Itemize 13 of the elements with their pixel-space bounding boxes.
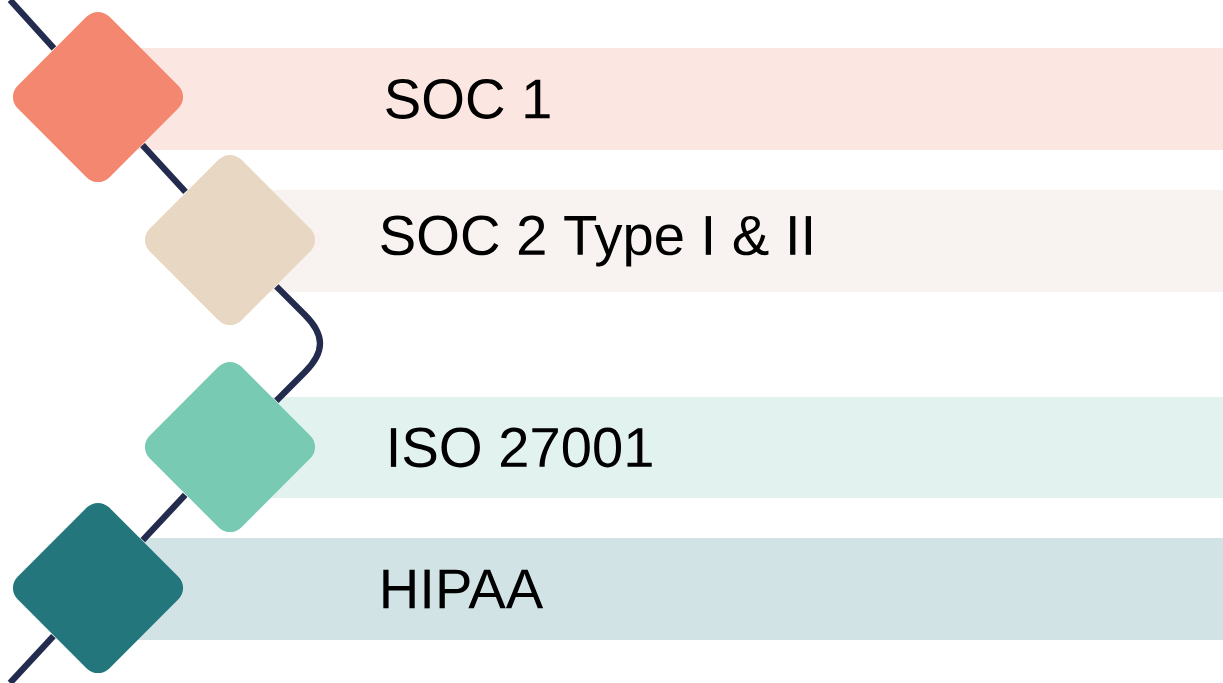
- band: HIPAA: [120, 538, 1223, 640]
- connector-line: [7, 634, 56, 683]
- diamond-marker: [12, 502, 184, 674]
- band: SOC 1: [120, 48, 1223, 150]
- diamond-marker: [144, 361, 316, 533]
- connector-line: [7, 0, 57, 51]
- diamond-marker: [12, 11, 184, 183]
- band: SOC 2 Type I & II: [250, 190, 1223, 292]
- band: ISO 27001: [250, 397, 1223, 498]
- connector-line: [274, 284, 324, 403]
- diamond-marker: [144, 154, 316, 326]
- connector-line: [140, 492, 188, 543]
- connector-line: [140, 143, 188, 194]
